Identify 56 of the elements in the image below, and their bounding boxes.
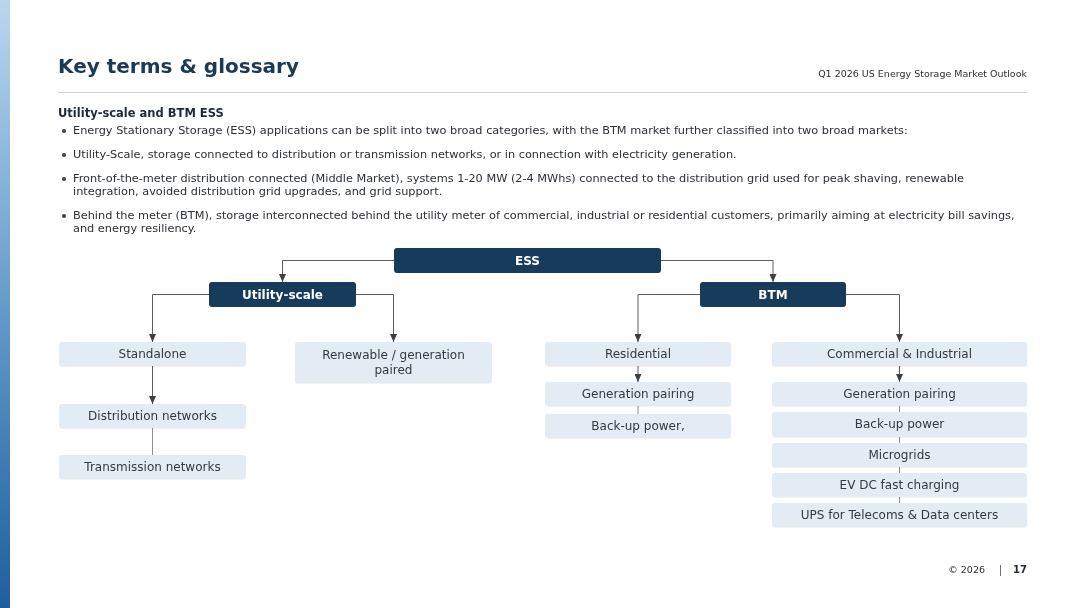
arrow bbox=[634, 294, 701, 343]
item-box bbox=[772, 473, 1027, 497]
item-box bbox=[59, 342, 246, 366]
box-label: ESS bbox=[515, 253, 540, 268]
box-label: Back-up power bbox=[854, 417, 945, 432]
connector-line bbox=[637, 405, 639, 415]
header-subtitle: Q1 2026 US Energy Storage Market Outlook bbox=[817, 68, 1027, 79]
item-box bbox=[772, 342, 1027, 366]
category-box bbox=[394, 248, 661, 273]
arrow bbox=[149, 365, 156, 405]
arrow bbox=[896, 365, 903, 383]
item-box bbox=[545, 342, 731, 366]
section-heading: Utility-scale and BTM ESS bbox=[58, 106, 225, 120]
bullet-text: Energy Stationary Storage (ESS) applications can be split into two broad categories, with the BTM market further classified into two broad markets: bbox=[73, 124, 909, 137]
box-label: Generation pairing bbox=[843, 386, 956, 402]
arrow bbox=[660, 260, 777, 283]
bullet-text: Front-of-the-meter distribution connected (Middle Market), systems 1-20 MW (2-4 MWhs) connected to the distribution grid used for peak shaving, renewable integration, avoided distribution grid upgrades, and grid support. bbox=[73, 172, 966, 198]
box-label: Residential bbox=[604, 346, 672, 362]
connector-line bbox=[899, 405, 900, 413]
box-label: Renewable / generation paired bbox=[321, 347, 466, 378]
box-label: BTM bbox=[758, 287, 788, 302]
arrow bbox=[149, 294, 210, 343]
arrow bbox=[845, 294, 903, 343]
item-box bbox=[295, 342, 492, 383]
box-label: Distribution networks bbox=[88, 408, 217, 424]
box-label: EV DC fast charging bbox=[839, 477, 960, 493]
category-box bbox=[700, 282, 846, 307]
item-box bbox=[545, 382, 731, 406]
connector-line bbox=[899, 496, 900, 504]
copyright-text: © 2026 bbox=[947, 564, 985, 575]
connector-line bbox=[152, 427, 153, 456]
box-label: Utility-scale bbox=[242, 287, 323, 302]
box-label: Back-up power, bbox=[591, 418, 685, 434]
item-box bbox=[545, 414, 731, 438]
box-label: Commercial & Industrial bbox=[826, 346, 972, 362]
item-box bbox=[59, 455, 246, 479]
arrow bbox=[355, 294, 397, 343]
box-label: Generation pairing bbox=[581, 386, 695, 402]
bullet-text: Behind the meter (BTM), storage interconnected behind the utility meter of commercial, industrial or residential customers, primarily aiming at electricity bill savings, and energy resiliency. bbox=[73, 209, 1016, 235]
box-label: Standalone bbox=[118, 346, 187, 362]
box-label: Microgrids bbox=[868, 447, 931, 463]
arrow bbox=[279, 260, 395, 283]
bullet-text: Utility-Scale, storage connected to distribution or transmission networks, or in connection with electricity generation. bbox=[73, 148, 738, 161]
item-box bbox=[772, 503, 1027, 527]
box-label: UPS for Telecoms & Data centers bbox=[800, 507, 999, 523]
item-box bbox=[772, 412, 1027, 437]
item-box bbox=[772, 443, 1027, 467]
item-box bbox=[772, 382, 1027, 406]
item-box bbox=[59, 404, 246, 428]
arrow bbox=[634, 365, 642, 383]
box-label: Transmission networks bbox=[84, 459, 221, 475]
page-title: Key terms & glossary bbox=[58, 54, 299, 78]
connector-line bbox=[899, 436, 900, 444]
category-box bbox=[209, 282, 356, 307]
page-number: 17 bbox=[1012, 564, 1027, 575]
connector-line bbox=[899, 466, 900, 474]
